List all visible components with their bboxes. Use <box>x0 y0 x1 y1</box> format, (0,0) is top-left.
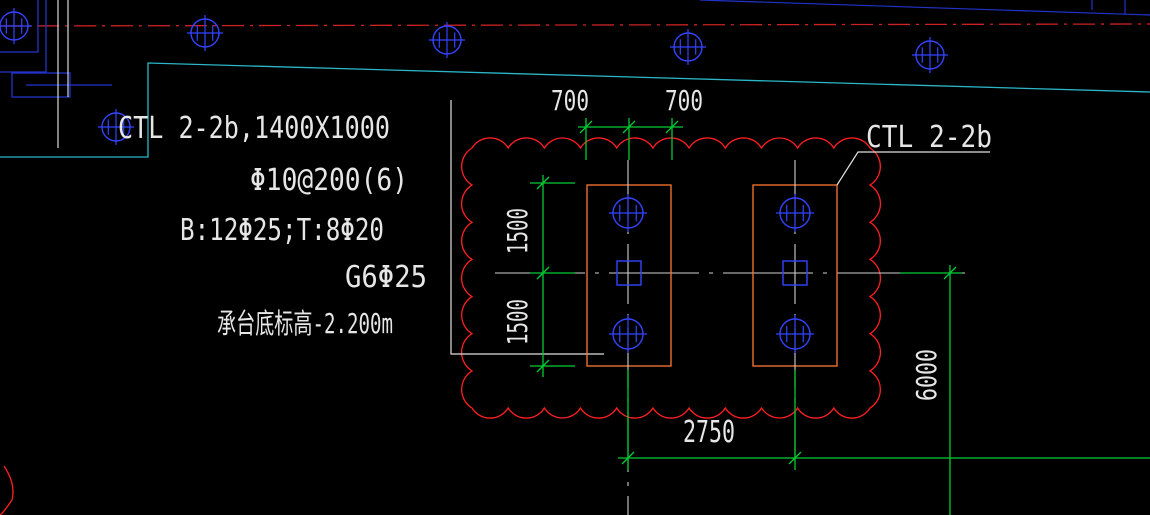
pile-symbol-cap-4 <box>776 315 814 353</box>
cloud-fragment-bottom-left <box>0 465 14 515</box>
cap-pile-group <box>609 194 814 353</box>
axis-line-top <box>0 23 1150 27</box>
revision-cloud <box>460 137 882 419</box>
beam-line-top-right <box>699 0 1150 16</box>
pile-symbol-cap-3 <box>776 194 814 232</box>
stirrup-label: Φ10@200(6) <box>250 163 408 198</box>
pile-symbol-top-5 <box>912 37 948 73</box>
cap-tag-label: CTL 2-2b <box>866 120 992 155</box>
side-bars-label: G6Φ25 <box>345 260 427 295</box>
cap-tag-leader <box>836 151 990 186</box>
dim-700-left: 700 <box>551 84 589 117</box>
dim-700-right: 700 <box>665 84 703 117</box>
wall-boundary-line <box>0 62 1150 158</box>
main-bars-label: B:12Φ25;T:8Φ20 <box>180 213 384 248</box>
column-right <box>782 260 808 286</box>
dim-1500-lower: 1500 <box>501 299 534 345</box>
upper-left-structure <box>0 0 112 148</box>
dimension-lines <box>530 118 1150 515</box>
dim-6000: 6000 <box>910 349 943 401</box>
pile-symbol-cap-2 <box>609 315 647 353</box>
dimension-values: 700 700 1500 1500 2750 6000 <box>501 84 943 450</box>
pile-symbol-top-3 <box>429 22 465 58</box>
leader-bracket <box>450 100 604 355</box>
pile-symbol-cap-1 <box>609 194 647 232</box>
pile-symbol-top-4 <box>670 29 706 65</box>
pile-symbol-top-1 <box>0 8 32 44</box>
pile-symbol-top-6 <box>98 109 134 145</box>
pile-symbol-top-2 <box>187 15 223 51</box>
bottom-elevation-label: 承台底标高-2.200m <box>217 307 393 340</box>
top-pile-row <box>0 8 948 145</box>
annotation-block: CTL 2-2b,1400X1000 Φ10@200(6) B:12Φ25;T:… <box>118 111 992 340</box>
dim-2750: 2750 <box>683 415 735 450</box>
pile-cap-left[interactable] <box>586 184 672 367</box>
column-left <box>616 260 642 286</box>
cap-spec-label: CTL 2-2b,1400X1000 <box>118 111 390 146</box>
dim-1500-upper: 1500 <box>501 208 534 254</box>
